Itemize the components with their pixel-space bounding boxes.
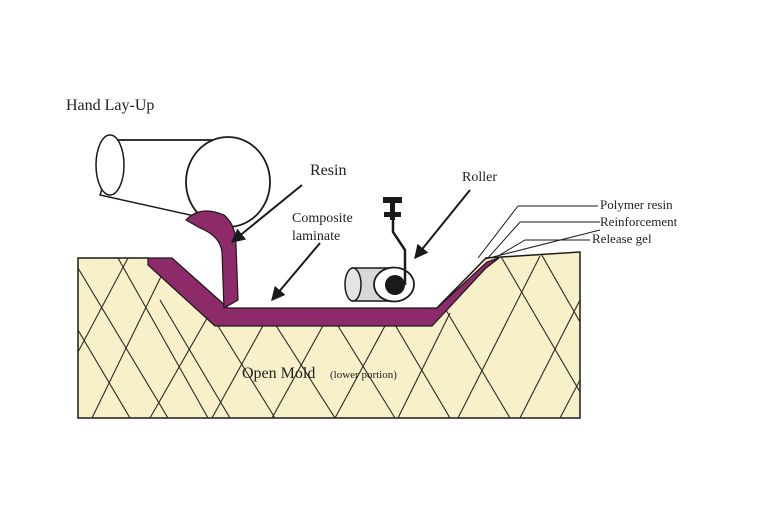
resin-arrow [230,184,303,243]
roller-tool [344,197,415,303]
composite-label-line1: Composite [292,211,353,226]
resin-bucket [95,134,271,228]
roller-hole [385,275,405,295]
composite-label-line2: laminate [292,229,340,244]
mold-crosshatch [78,252,580,418]
open-mold-sublabel: (lower portion) [330,369,397,381]
laminate-band [147,257,500,327]
roller-handle [391,220,407,285]
composite-arrow [271,242,321,302]
roller-label: Roller [462,170,497,185]
reinforcement-leader [487,221,600,259]
layer-leader-lines [477,205,600,259]
diagram-title: Hand Lay-Up [66,97,154,114]
polymer-resin-label: Polymer resin [600,197,673,212]
release-gel-label: Release gel [592,231,652,246]
open-mold [77,251,581,419]
roller-arrow [414,189,471,260]
resin-label: Resin [310,162,346,179]
roller-grip [383,197,402,203]
bucket-base [95,134,125,196]
pointer-arrows [230,184,471,302]
reinforcement-label: Reinforcement [600,214,678,229]
composite-laminate-layer [147,229,601,327]
roller-left-cap [344,267,362,302]
reinforcement-line [484,229,601,260]
open-mold-label: Open Mold [242,365,315,382]
release-gel-leader [497,239,590,257]
polymer-resin-leader [477,205,598,259]
